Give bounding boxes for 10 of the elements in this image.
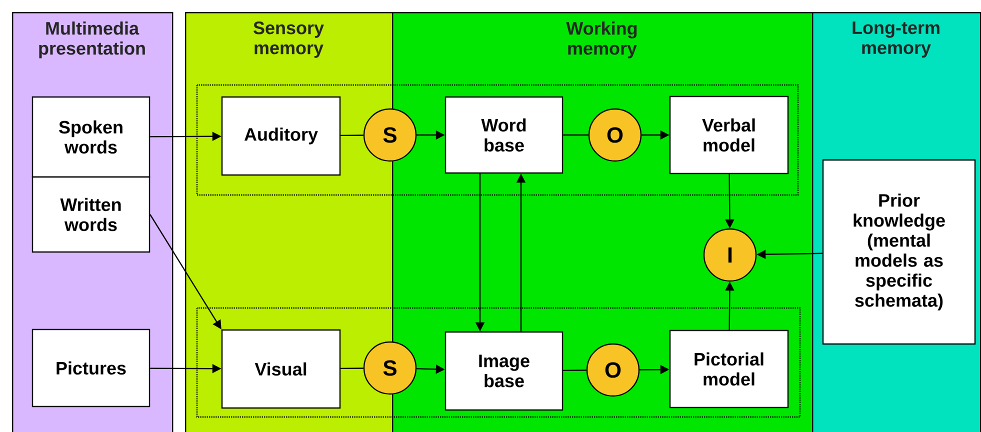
- process-box: Pictures: [32, 328, 150, 408]
- process-box: Auditory: [221, 96, 341, 176]
- process-box: Visual: [221, 329, 341, 409]
- process-box: Prior knowledge (mental models as specific schemata): [822, 159, 976, 345]
- process-box: Written words: [32, 176, 150, 253]
- process-box: Word base: [444, 96, 564, 174]
- process-box: Image base: [444, 331, 564, 411]
- process-box: Verbal model: [669, 96, 789, 174]
- process-box: Spoken words: [32, 96, 150, 178]
- process-box: Pictorial model: [669, 330, 789, 408]
